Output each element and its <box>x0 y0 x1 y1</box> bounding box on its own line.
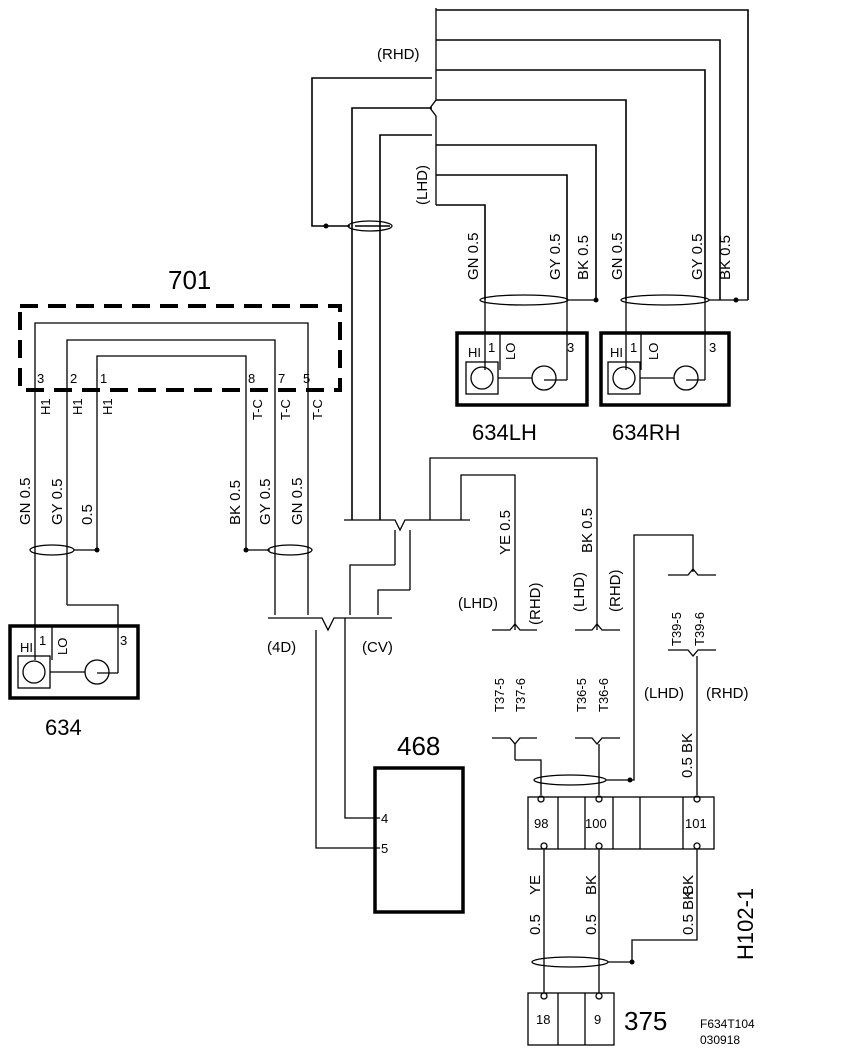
bk101-wire-label: 0.5 BK <box>679 733 696 778</box>
component-634: HI 1 LO 3 634 <box>8 624 140 740</box>
634lh-wires: GN 0.5 GY 0.5 BK 0.5 <box>465 232 599 306</box>
component-634lh: HI 1 LO 3 634LH <box>455 300 589 445</box>
rh-gn-label: GN 0.5 <box>609 232 626 280</box>
468-pin-4: 4 <box>381 811 388 826</box>
h-bk2-size: 0.5 BK <box>680 890 697 935</box>
drawing-number: F634T104 <box>700 1017 755 1031</box>
component-634rh: HI 1 LO 3 634RH <box>599 300 731 445</box>
634lh-pin-hi: HI <box>468 345 481 360</box>
ye-wire-label: YE 0.5 <box>497 510 514 555</box>
634lh-pin-3: 3 <box>567 340 574 355</box>
variant-lhd-top: (LHD) <box>414 165 431 205</box>
701-label: 701 <box>168 265 211 295</box>
634-plain-label: 0.5 <box>79 504 96 525</box>
h-ye-label: YE <box>527 875 544 895</box>
variant-4d: (4D) <box>267 639 296 656</box>
drawing-date: 030918 <box>700 1033 740 1047</box>
701-pin-name-7: T-C <box>278 399 293 420</box>
701-pin-name-2: H1 <box>70 398 85 415</box>
variant-lhd-3: (LHD) <box>644 685 684 702</box>
701-pin-name-3: H1 <box>38 398 53 415</box>
terminal-wiring: YE 0.5 BK 0.5 (RHD) (LHD) (LHD) (RHD) T3… <box>458 508 749 795</box>
variant-cv: (CV) <box>362 639 393 656</box>
701-gy-label: GY 0.5 <box>257 479 274 525</box>
701-pin-3: 3 <box>37 371 44 386</box>
701-pin-7: 7 <box>278 371 285 386</box>
634-pin-3: 3 <box>120 633 127 648</box>
h102-label: H102-1 <box>733 888 758 960</box>
634rh-wires: GN 0.5 GY 0.5 BK 0.5 <box>609 232 748 306</box>
variant-rhd-2: (RHD) <box>607 570 624 613</box>
variant-rhd-top: (RHD) <box>377 46 420 63</box>
terminal-t36-6: T36-6 <box>596 678 611 712</box>
h-ye-size: 0.5 <box>527 914 544 935</box>
634-pin-hi: HI <box>20 640 33 655</box>
top-routing <box>311 8 749 520</box>
634rh-pin-lo: LO <box>646 343 661 360</box>
lh-gy-label: GY 0.5 <box>547 234 564 280</box>
634-gn-label: GN 0.5 <box>17 477 34 525</box>
634-pin-1: 1 <box>39 633 46 648</box>
drawing-code: F634T104 030918 <box>700 1017 755 1047</box>
lh-bk-label: BK 0.5 <box>575 235 592 280</box>
634-wires: GN 0.5 GY 0.5 0.5 <box>17 477 119 640</box>
634-label: 634 <box>45 715 82 740</box>
h102-to-375-wires: YE BK BK 0.5 0.5 0.5 BK <box>527 849 698 993</box>
h-bk1-size: 0.5 <box>583 914 600 935</box>
terminal-t39-5: T39-5 <box>669 612 684 646</box>
701-right-wires: BK 0.5 GY 0.5 GN 0.5 <box>227 477 313 615</box>
634rh-pin-3: 3 <box>709 340 716 355</box>
634lh-pin-lo: LO <box>503 343 518 360</box>
h-bk2-label: BK <box>680 875 697 895</box>
634rh-pin-hi: HI <box>610 345 623 360</box>
variant-labels-top: (RHD) (LHD) <box>377 46 431 205</box>
h102-pin-98: 98 <box>534 816 548 831</box>
terminal-t36-5: T36-5 <box>574 678 589 712</box>
701-pin-8: 8 <box>248 371 255 386</box>
634-pin-lo: LO <box>55 638 70 655</box>
middle-routing: (4D) (CV) <box>267 457 598 849</box>
375-label: 375 <box>624 1006 667 1036</box>
375-pin-18: 18 <box>536 1012 550 1027</box>
component-701: 701 3 2 1 8 7 5 H1 H1 H1 T-C T-C T-C <box>18 265 342 605</box>
701-pin-5: 5 <box>303 371 310 386</box>
701-pin-name-8: T-C <box>250 399 265 420</box>
634lh-label: 634LH <box>472 420 537 445</box>
variant-rhd-3: (RHD) <box>706 685 749 702</box>
701-pin-1: 1 <box>100 371 107 386</box>
variant-lhd-1: (LHD) <box>458 595 498 612</box>
701-pin-name-5: T-C <box>310 399 325 420</box>
634-gy-label: GY 0.5 <box>49 479 66 525</box>
701-pin-name-1: H1 <box>100 398 115 415</box>
lh-gn-label: GN 0.5 <box>465 232 482 280</box>
h-bk1-label: BK <box>583 875 600 895</box>
component-468: 468 4 5 <box>373 731 465 914</box>
375-pin-9: 9 <box>594 1012 601 1027</box>
rh-gy-label: GY 0.5 <box>689 234 706 280</box>
variant-rhd-1: (RHD) <box>527 583 544 626</box>
terminal-t39-6: T39-6 <box>692 612 707 646</box>
h102-pin-101: 101 <box>685 816 707 831</box>
634rh-pin-1: 1 <box>630 340 637 355</box>
h102-pin-100: 100 <box>585 816 607 831</box>
634rh-label: 634RH <box>612 420 680 445</box>
terminal-t37-5: T37-5 <box>492 678 507 712</box>
701-pin-2: 2 <box>70 371 77 386</box>
terminal-t37-6: T37-6 <box>513 678 528 712</box>
468-label: 468 <box>397 731 440 761</box>
701-bk-label: BK 0.5 <box>227 480 244 525</box>
rh-bk-label: BK 0.5 <box>717 235 734 280</box>
bk-wire-label: BK 0.5 <box>579 508 596 553</box>
468-pin-5: 5 <box>381 841 388 856</box>
connector-375: 18 9 375 <box>527 992 667 1046</box>
connector-h102-1: 98 100 101 H102-1 <box>527 795 758 960</box>
variant-lhd-2: (LHD) <box>571 572 588 612</box>
701-gn-label: GN 0.5 <box>289 477 306 525</box>
634lh-pin-1: 1 <box>488 340 495 355</box>
